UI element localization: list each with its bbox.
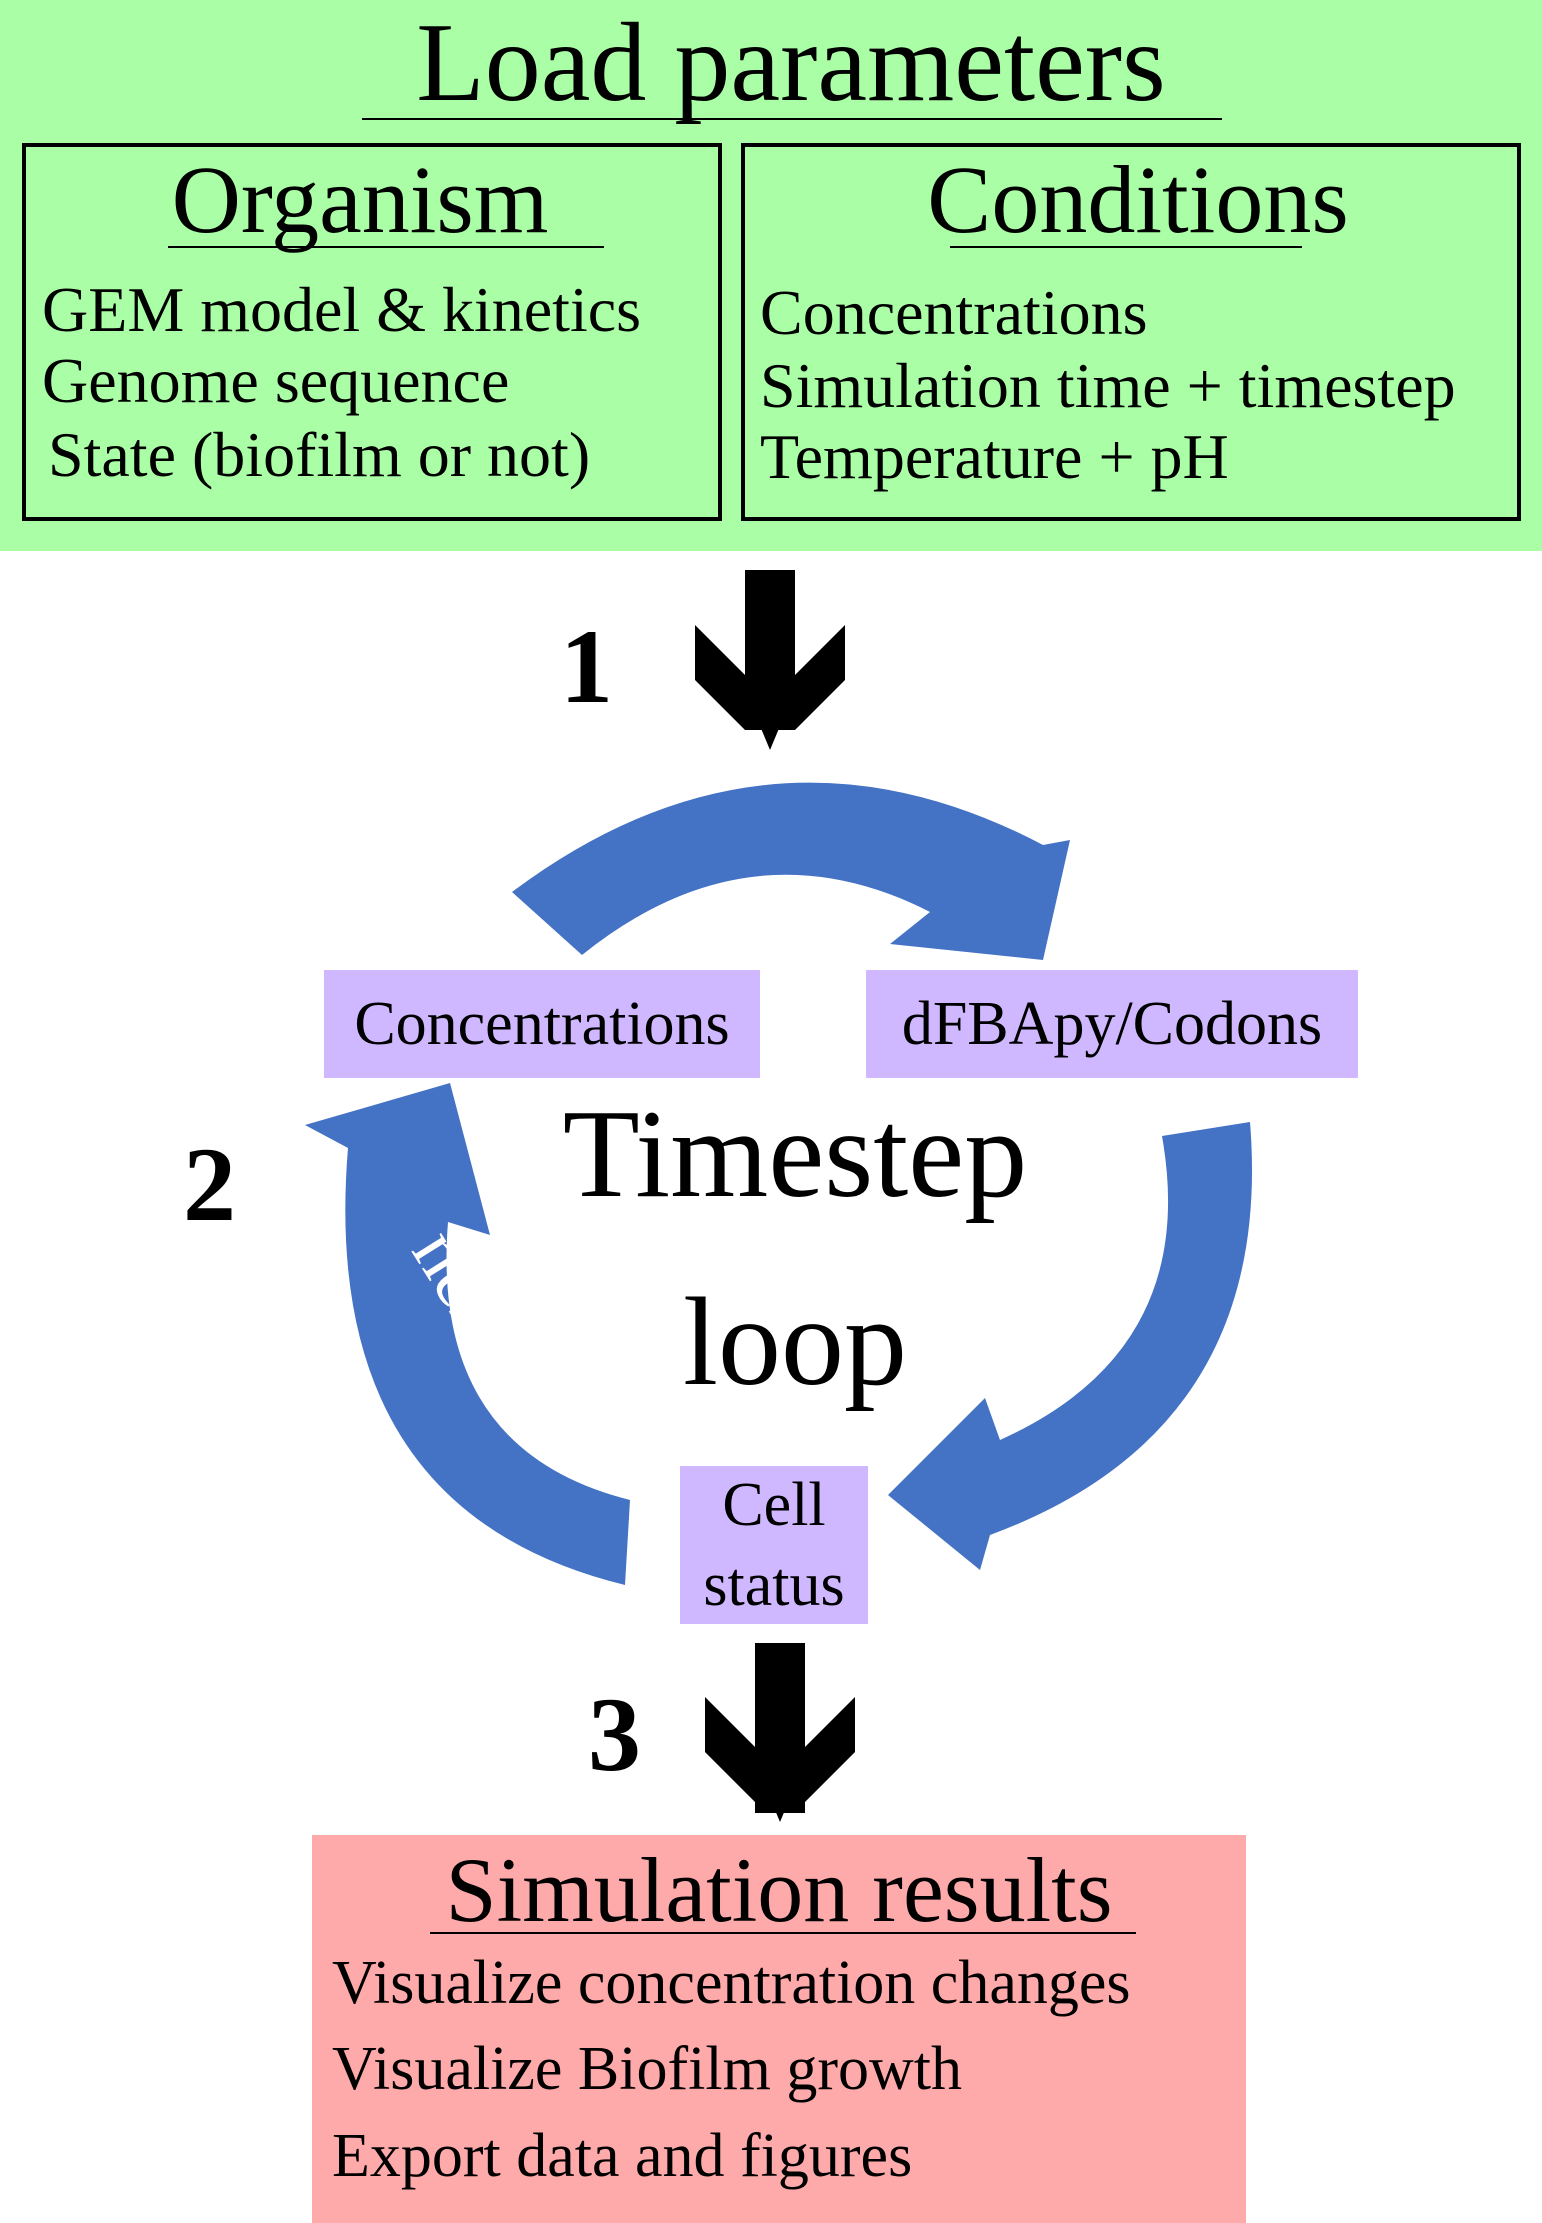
load-parameters-panel — [0, 0, 1542, 551]
conditions-box — [741, 143, 1521, 521]
step-1-number: 1 — [560, 608, 613, 725]
results-item: Export data and figures — [332, 2122, 913, 2190]
simulation-results-title: Simulation results — [445, 1839, 1113, 1941]
step-3-down-arrow — [705, 1643, 855, 1822]
conditions-item: Concentrations — [760, 277, 1148, 348]
node-concentrations: Concentrations — [324, 970, 760, 1078]
node-cell-status-line2: status — [703, 1551, 845, 1619]
conditions-title: Conditions — [927, 146, 1349, 253]
conditions-title-underline — [950, 246, 1302, 248]
timestep-word: Timestep — [562, 1085, 1028, 1224]
organism-box — [22, 143, 722, 521]
loop-arrow-top — [512, 782, 1070, 960]
step-2-number: 2 — [183, 1126, 236, 1243]
step-1-down-arrow — [695, 570, 845, 750]
organism-title-underline — [168, 246, 604, 248]
node-cell-status: Cell status — [680, 1466, 868, 1624]
organism-item: GEM model & kinetics — [42, 274, 642, 345]
title-underline — [362, 118, 1222, 120]
results-item: Visualize Biofilm growth — [332, 2035, 962, 2103]
results-item: Visualize concentration changes — [332, 1949, 1131, 2017]
organism-item: State (biofilm or not) — [48, 419, 591, 490]
conditions-item: Simulation time + timestep — [760, 350, 1456, 421]
results-title-underline — [430, 1932, 1136, 1934]
step-3-number: 3 — [588, 1676, 641, 1793]
node-dfbapy-codons: dFBApy/Codons — [866, 970, 1358, 1078]
organism-title: Organism — [171, 146, 549, 253]
loop-arrow-right — [888, 1122, 1253, 1570]
simulation-results-panel — [312, 1835, 1246, 2223]
node-cell-status-line1: Cell — [722, 1471, 826, 1539]
organism-item: Genome sequence — [42, 345, 510, 416]
loop-word: loop — [682, 1273, 907, 1412]
loop-arrow-left — [305, 1083, 630, 1585]
conditions-item: Temperature + pH — [760, 421, 1229, 492]
load-parameters-title: Load parameters — [416, 1, 1166, 125]
